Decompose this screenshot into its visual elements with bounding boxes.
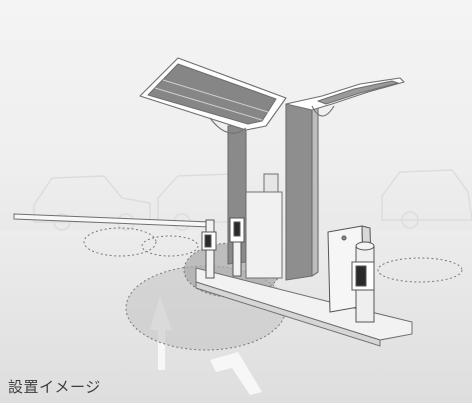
sensor-display-middle xyxy=(233,221,241,237)
gate-post-cap xyxy=(355,241,375,251)
car-silhouette-right xyxy=(381,169,472,221)
arrow-marking-right xyxy=(210,352,262,395)
left-gate-devices xyxy=(201,217,245,279)
dispenser-light xyxy=(341,235,347,241)
booth xyxy=(245,173,283,279)
roof-panel-seam xyxy=(154,87,263,121)
right-dispenser xyxy=(327,225,375,323)
island-edge xyxy=(195,281,381,347)
car-wheel xyxy=(401,211,419,229)
booth-top xyxy=(263,173,279,193)
caption: 設置イメージ xyxy=(8,378,101,396)
roof-panel-seam xyxy=(162,79,269,113)
canopy-arm-left xyxy=(209,117,247,134)
detection-zone-left-far xyxy=(83,227,157,257)
sensor-display-right xyxy=(355,265,367,287)
canopy-pillar-right-side xyxy=(311,101,319,277)
canopy-roof-left-panel xyxy=(147,63,277,125)
detection-zone-left-near xyxy=(141,235,199,257)
gate-arm xyxy=(13,213,211,228)
canopy-pillar-right xyxy=(285,101,313,281)
sensor-display-left xyxy=(204,234,212,248)
booth-body xyxy=(245,191,283,279)
canopy-arm-right xyxy=(311,105,335,117)
detection-zone-right xyxy=(377,257,463,283)
car-wheel xyxy=(53,213,71,231)
gate-bar xyxy=(13,213,211,228)
canopy-roof-right-panel xyxy=(317,80,399,105)
